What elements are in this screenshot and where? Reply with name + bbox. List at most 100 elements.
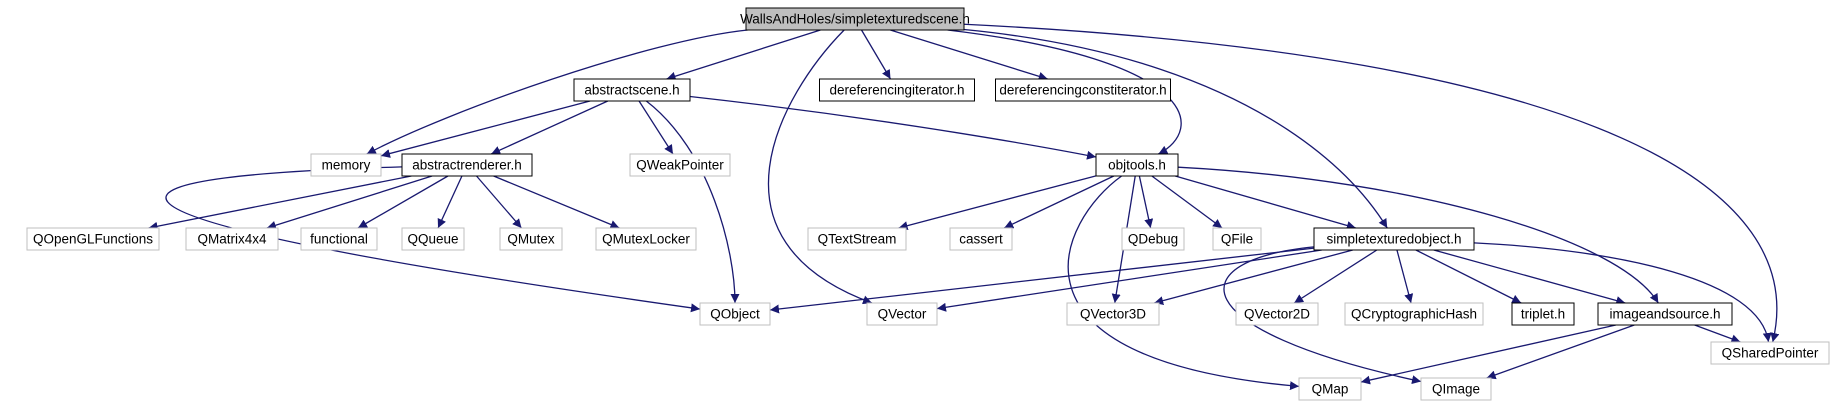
node-objtools[interactable]: objtools.h — [1095, 153, 1179, 177]
node-cassert: cassert — [949, 227, 1013, 251]
node-label-qfile: QFile — [1221, 232, 1253, 247]
edge-root-to-simpletexturedobject — [963, 28, 1388, 229]
node-box-qdebug — [1121, 227, 1185, 251]
edge-imageandsource-to-qsharedpointer — [1694, 324, 1741, 344]
edge-abstractscene-to-memory — [380, 100, 591, 158]
node-box-qsharedpointer — [1710, 341, 1830, 365]
node-qtextstream: QTextStream — [807, 227, 907, 251]
node-qopenglfunctions: QOpenGLFunctions — [26, 227, 160, 251]
edge-objtools-to-qmap — [1067, 175, 1300, 391]
edge-simpletexturedobject-to-qobject — [769, 247, 1315, 314]
edge-objtools-to-imageandsource — [1177, 166, 1659, 304]
node-qdebug: QDebug — [1121, 227, 1185, 251]
edge-simpletexturedobject-to-qvector — [936, 249, 1322, 312]
node-box-qvector — [866, 302, 938, 326]
edge-abstractrenderer-to-functional — [357, 175, 449, 229]
node-label-qmatrix4x4: QMatrix4x4 — [197, 232, 267, 247]
edge-abstractscene-to-qweakpointer — [638, 100, 674, 155]
edge-root-to-abstractscene — [666, 29, 821, 81]
node-functional: functional — [300, 227, 378, 251]
node-box-qobject — [699, 302, 771, 326]
node-label-qmap: QMap — [1312, 382, 1349, 397]
node-box-functional — [300, 227, 378, 251]
node-qcryptographichash: QCryptographicHash — [1344, 302, 1484, 326]
node-label-qobject: QObject — [710, 307, 760, 322]
edge-abstractrenderer-to-qmatrix4x4 — [266, 175, 433, 230]
node-box-qtextstream — [807, 227, 907, 251]
edge-root-to-derefiter — [860, 29, 892, 80]
node-label-qqueue: QQueue — [407, 232, 458, 247]
node-box-qimage — [1420, 377, 1492, 401]
edge-simpletexturedobject-to-qimage — [1223, 246, 1422, 385]
edge-simpletexturedobject-to-triplet — [1415, 249, 1522, 304]
node-box-memory — [310, 153, 382, 177]
node-box-qweakpointer — [629, 153, 731, 177]
node-box-objtools — [1095, 153, 1179, 177]
node-box-qopenglfunctions — [26, 227, 160, 251]
node-box-qmatrix4x4 — [185, 227, 279, 251]
edge-objtools-to-cassert — [1003, 175, 1115, 229]
node-qmatrix4x4: QMatrix4x4 — [185, 227, 279, 251]
edge-abstractrenderer-to-qopenglfunctions — [148, 175, 412, 231]
node-qqueue: QQueue — [401, 227, 465, 251]
edge-abstractrenderer-to-qmutex — [476, 175, 522, 229]
node-simpletexturedobject[interactable]: simpletexturedobject.h — [1313, 227, 1475, 251]
node-label-abstractscene: abstractscene.h — [584, 83, 679, 98]
edge-abstractrenderer-to-qqueue — [437, 175, 463, 229]
node-qimage: QImage — [1420, 377, 1492, 401]
edge-objtools-to-qfile — [1151, 175, 1223, 229]
node-label-qcryptographichash: QCryptographicHash — [1351, 307, 1477, 322]
node-label-qvector3d: QVector3D — [1080, 307, 1146, 322]
node-derefiter[interactable]: dereferencingiterator.h — [819, 78, 975, 102]
node-label-cassert: cassert — [959, 232, 1003, 247]
node-box-root — [745, 7, 965, 31]
edge-abstractrenderer-to-qobject — [165, 166, 701, 313]
node-label-simpletexturedobject: simpletexturedobject.h — [1326, 232, 1461, 247]
edge-imageandsource-to-qmap — [1360, 324, 1617, 385]
node-qvector2d: QVector2D — [1235, 302, 1319, 326]
node-imageandsource[interactable]: imageandsource.h — [1597, 302, 1733, 326]
node-box-abstractrenderer — [401, 153, 533, 177]
node-label-functional: functional — [310, 232, 368, 247]
node-label-qimage: QImage — [1432, 382, 1480, 397]
node-qobject: QObject — [699, 302, 771, 326]
node-qsharedpointer: QSharedPointer — [1710, 341, 1830, 365]
edge-simpletexturedobject-to-qvector2d — [1293, 249, 1378, 304]
node-qvector: QVector — [866, 302, 938, 326]
node-box-qmutexlocker — [595, 227, 697, 251]
node-label-abstractrenderer: abstractrenderer.h — [412, 158, 522, 173]
node-box-derefconstiter — [995, 78, 1171, 102]
node-qmap: QMap — [1298, 377, 1362, 401]
node-box-triplet — [1511, 302, 1575, 326]
node-qvector3d: QVector3D — [1066, 302, 1160, 326]
node-box-cassert — [949, 227, 1013, 251]
node-label-qvector: QVector — [878, 307, 927, 322]
edge-simpletexturedobject-to-qvector3d — [1154, 249, 1353, 306]
node-label-qdebug: QDebug — [1128, 232, 1178, 247]
node-root[interactable]: WallsAndHoles/simpletexturedscene.h — [740, 7, 970, 31]
node-qmutexlocker: QMutexLocker — [595, 227, 697, 251]
node-derefconstiter[interactable]: dereferencingconstiterator.h — [995, 78, 1171, 102]
node-abstractscene[interactable]: abstractscene.h — [573, 78, 691, 102]
node-box-qqueue — [401, 227, 465, 251]
edge-simpletexturedobject-to-imageandsource — [1433, 249, 1626, 305]
node-box-qcryptographichash — [1344, 302, 1484, 326]
node-box-qvector3d — [1066, 302, 1160, 326]
edge-root-to-qvector — [767, 29, 873, 305]
node-box-qmap — [1298, 377, 1362, 401]
node-triplet[interactable]: triplet.h — [1511, 302, 1575, 326]
node-qfile: QFile — [1212, 227, 1262, 251]
node-abstractrenderer[interactable]: abstractrenderer.h — [401, 153, 533, 177]
node-label-qmutexlocker: QMutexLocker — [602, 232, 690, 247]
edge-objtools-to-qtextstream — [898, 175, 1097, 231]
node-label-qvector2d: QVector2D — [1244, 307, 1310, 322]
edge-objtools-to-simpletexturedobject — [1175, 175, 1356, 230]
node-box-imageandsource — [1597, 302, 1733, 326]
node-label-qweakpointer: QWeakPointer — [636, 158, 724, 173]
edge-root-to-memory — [366, 29, 748, 155]
node-label-root: WallsAndHoles/simpletexturedscene.h — [740, 12, 970, 27]
node-label-triplet: triplet.h — [1521, 307, 1565, 322]
node-box-simpletexturedobject — [1313, 227, 1475, 251]
node-label-derefconstiter: dereferencingconstiterator.h — [999, 83, 1166, 98]
